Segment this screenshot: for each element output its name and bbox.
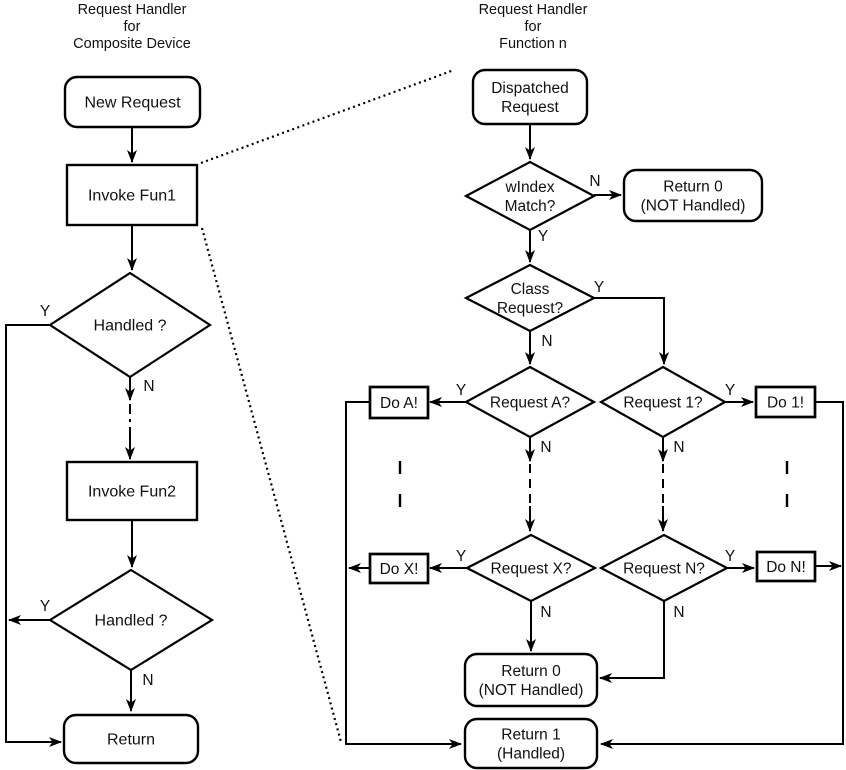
node-invoke-fun1: Invoke Fun1 <box>65 163 199 227</box>
invoke-fun1-label: Invoke Fun1 <box>88 188 176 205</box>
return-0-not-handled-top-shape <box>622 168 764 223</box>
node-return-composite: Return <box>62 713 200 765</box>
edge-do-a-rail-to-return1 <box>345 401 462 749</box>
branch-label-class-request-y: Y <box>594 279 604 296</box>
edge-handled-1-y-rail <box>5 324 62 747</box>
branch-label-handled-1-n: N <box>143 378 154 395</box>
return-1-handled-label: Return 1 <box>501 727 560 744</box>
node-request-x: Request X? <box>464 533 598 603</box>
node-return-1-handled: Return 1 (Handled) <box>463 717 599 770</box>
new-request-label: New Request <box>84 95 181 112</box>
class-request-shape <box>463 263 597 333</box>
new-request-shape <box>63 75 202 129</box>
branch-label-windex-match-n: N <box>589 173 600 190</box>
do-1-shape <box>754 385 817 419</box>
node-new-request: New Request <box>63 75 202 129</box>
return-0-not-handled-bottom-shape <box>463 652 599 708</box>
node-request-a: Request A? <box>463 365 597 439</box>
do-n-shape <box>755 550 817 583</box>
node-request-1: Request 1? <box>598 365 728 439</box>
request-x-label: Request X? <box>491 561 572 578</box>
windex-match-label: wIndex <box>504 179 554 196</box>
node-return-0-not-handled-bottom: Return 0 (NOT Handled) <box>463 652 599 708</box>
return-composite-label: Return <box>107 732 155 749</box>
return-0-not-handled-top-label: Return 0 <box>663 179 723 196</box>
edge-request-n-n-to-return0 <box>599 601 665 683</box>
branch-label-handled-2-n: N <box>142 672 153 689</box>
invoke-fun2-shape <box>65 460 199 522</box>
request-n-shape <box>598 533 730 603</box>
class-request-label: Request? <box>497 300 564 317</box>
branch-label-request-x-n: N <box>540 604 551 621</box>
do-a-label: Do A! <box>380 395 418 412</box>
handled-1-label: Handled ? <box>94 318 167 335</box>
return-0-not-handled-bottom-label: (NOT Handled) <box>479 682 584 699</box>
handled-1-shape <box>47 271 213 379</box>
edge-do-1-rail-to-return1 <box>600 401 844 749</box>
branch-label-request-n-y: Y <box>725 548 735 565</box>
return-composite-shape <box>62 713 200 765</box>
invoke-fun1-shape <box>65 163 199 227</box>
branch-label-request-x-y: Y <box>456 548 466 565</box>
node-do-n: Do N! <box>755 550 817 583</box>
edge-zoom-callout-bottom <box>200 227 343 743</box>
edge-zoom-callout-top <box>200 68 455 165</box>
branch-label-handled-2-y: Y <box>40 598 50 615</box>
left-chart-title: Request Handler for Composite Device <box>73 2 191 52</box>
do-1-label: Do 1! <box>767 395 804 412</box>
request-a-label: Request A? <box>490 395 571 412</box>
branch-label-request-n-n: N <box>673 604 684 621</box>
edge-layer <box>5 68 844 749</box>
class-request-label: Class <box>511 281 550 298</box>
do-a-shape <box>368 385 430 420</box>
branch-label-request-a-n: N <box>540 439 551 456</box>
dispatched-request-label: Dispatched <box>491 80 569 97</box>
branch-label-handled-1-y: Y <box>40 303 50 320</box>
windex-match-shape <box>463 160 597 232</box>
return-1-handled-shape <box>463 717 599 770</box>
node-invoke-fun2: Invoke Fun2 <box>65 460 199 522</box>
edge-class-y-to-request-1 <box>594 297 669 365</box>
branch-label-request-a-y: Y <box>456 382 466 399</box>
handled-2-label: Handled ? <box>95 613 168 630</box>
node-handled-2: Handled ? <box>47 568 215 672</box>
node-do-a: Do A! <box>368 385 430 420</box>
do-x-shape <box>368 552 430 585</box>
dispatched-request-shape <box>471 68 589 126</box>
return-0-not-handled-top-label: (NOT Handled) <box>641 198 746 215</box>
invoke-fun2-label: Invoke Fun2 <box>88 484 176 501</box>
request-1-shape <box>598 365 728 439</box>
request-n-label: Request N? <box>623 561 705 578</box>
do-x-label: Do X! <box>380 561 419 578</box>
branch-label-class-request-n: N <box>541 333 552 350</box>
branch-label-request-1-y: Y <box>725 382 735 399</box>
node-handled-1: Handled ? <box>47 271 213 379</box>
request-x-shape <box>464 533 598 603</box>
branch-label-request-1-n: N <box>673 439 684 456</box>
branch-label-windex-match-y: Y <box>538 228 548 245</box>
node-return-0-not-handled-top: Return 0 (NOT Handled) <box>622 168 764 223</box>
do-n-label: Do N! <box>766 559 806 576</box>
handled-2-shape <box>47 568 215 672</box>
node-request-n: Request N? <box>598 533 730 603</box>
right-chart-title: Request Handler for Function n <box>478 2 588 52</box>
windex-match-label: Match? <box>505 198 556 215</box>
return-0-not-handled-bottom-label: Return 0 <box>501 663 561 680</box>
dispatched-request-label: Request <box>501 99 559 116</box>
request-1-label: Request 1? <box>623 395 703 412</box>
node-do-x: Do X! <box>368 552 430 585</box>
request-a-shape <box>463 365 597 439</box>
node-do-1: Do 1! <box>754 385 817 419</box>
return-1-handled-label: (Handled) <box>497 746 565 763</box>
